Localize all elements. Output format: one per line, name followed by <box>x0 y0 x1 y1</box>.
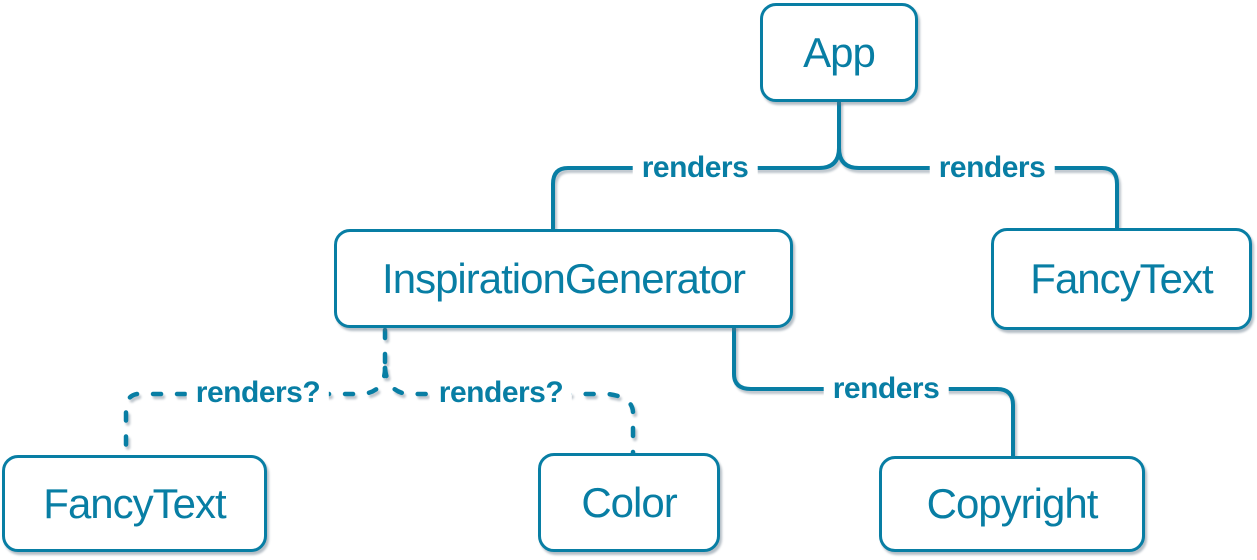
node-fancy-text-top-label: FancyText <box>1030 255 1213 302</box>
edge-label-app-fancytext: renders <box>929 150 1055 186</box>
node-fancy-text-bottom: FancyText <box>2 455 267 552</box>
node-inspiration-generator: InspirationGenerator <box>334 229 793 328</box>
node-color-label: Color <box>581 478 677 526</box>
edge-inspirationgenerator-to-fancytext-dashed <box>123 365 388 459</box>
node-copyright: Copyright <box>879 456 1145 552</box>
edge-label-inspirationgenerator-color: renders? <box>429 375 573 411</box>
edge-app-to-fancytext <box>837 146 1119 231</box>
node-inspiration-generator-label: InspirationGenerator <box>382 254 746 302</box>
node-fancy-text-bottom-label: FancyText <box>43 479 226 527</box>
edge-label-inspirationgenerator-fancytext: renders? <box>186 375 330 411</box>
edge-label-app-inspirationgenerator: renders <box>632 150 758 186</box>
node-app-label: App <box>803 28 876 76</box>
node-copyright-label: Copyright <box>926 480 1099 527</box>
edge-label-inspirationgenerator-copyright: renders <box>823 371 949 407</box>
node-app: App <box>760 3 918 102</box>
edge-inspirationgenerator-to-color-dashed <box>382 365 636 457</box>
node-color: Color <box>538 453 720 552</box>
node-fancy-text-top: FancyText <box>991 228 1252 330</box>
